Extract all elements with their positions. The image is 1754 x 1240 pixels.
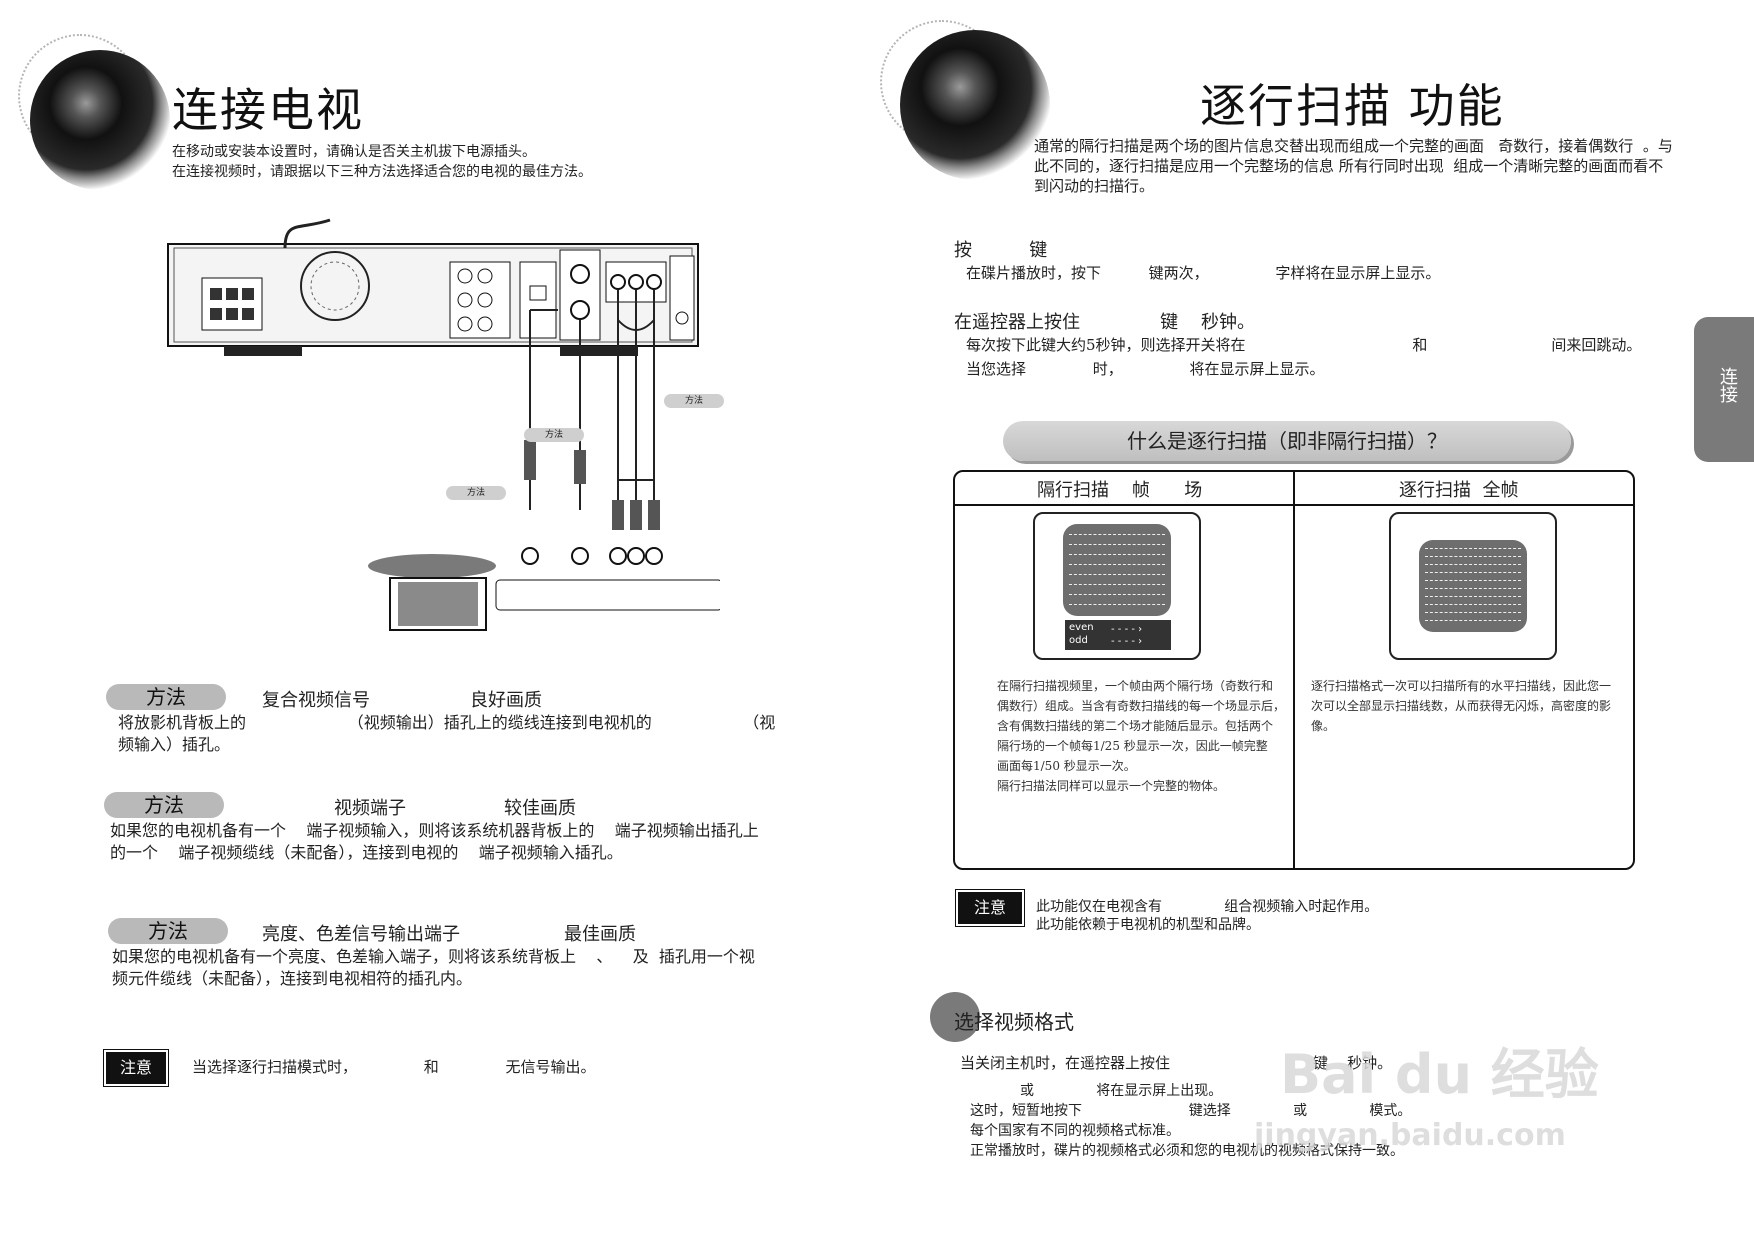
video-format-heading: 选择视频格式 bbox=[954, 1010, 1074, 1034]
method3-body-line1: 如果您的电视机备有一个亮度、色差输入端子，则将该系统背板上 、 及 插孔用一个视 bbox=[112, 947, 755, 966]
press-button-heading: 按 键 bbox=[954, 240, 1048, 261]
interlaced-column-title: 隔行扫描 帧 场 bbox=[1037, 480, 1203, 501]
method2-body-line1: 如果您的电视机备有一个 端子视频输入，则将该系统机器背板上的 端子视频输出插孔上 bbox=[110, 821, 759, 840]
video-format-line-1: 当关闭主机时，在遥控器上按住 键 秒钟。 bbox=[960, 1054, 1393, 1072]
video-format-line-2: 或 将在显示屏上出现。 bbox=[1020, 1083, 1223, 1099]
right-note-label: 注意 bbox=[955, 889, 1025, 927]
remote-hold-heading: 在遥控器上按住 键 秒钟。 bbox=[954, 312, 1255, 333]
even-odd-legend: even odd - - - - › - - - - › bbox=[1065, 620, 1171, 650]
progressive-intro-line-2: 此不同的，逐行扫描是应用一个完整场的信息 所有行同时出现 组成一个清晰完整的画面… bbox=[1034, 157, 1664, 175]
side-tab-label: 连接 bbox=[1717, 367, 1738, 403]
method1-pill: 方法 bbox=[106, 684, 226, 710]
video-format-line-3: 这时，短暂地按下 键选择 或 模式。 bbox=[970, 1103, 1412, 1119]
method2-body-line2: 的一个 端子视频缆线（未配备），连接到电视的 端子视频输入插孔。 bbox=[110, 843, 623, 862]
page-title-connect-tv: 连接电视 bbox=[172, 83, 364, 137]
interlaced-screen bbox=[1063, 524, 1171, 616]
progressive-desc-3: 像。 bbox=[1311, 719, 1336, 733]
method1-signal: 复合视频信号 bbox=[262, 690, 370, 711]
diagram-label-method-c: 方法 bbox=[446, 486, 506, 500]
method3-body-line2: 频元件缆线（未配备），连接到电视相符的插孔内。 bbox=[112, 969, 473, 988]
method1-quality: 良好画质 bbox=[470, 690, 542, 711]
video-format-circle bbox=[930, 992, 980, 1042]
arrow-icon: - - - - › bbox=[1111, 624, 1143, 635]
progressive-desc-2: 次可以全部显示扫描线数，从而获得无闪烁，高密度的影 bbox=[1311, 699, 1612, 713]
left-note-text: 当选择逐行扫描模式时， 和 无信号输出。 bbox=[192, 1058, 596, 1076]
method1-body-line2: 频输入）插孔。 bbox=[118, 735, 231, 754]
interlaced-desc-1: 在隔行扫描视频里，一个帧由两个隔行场（奇数行和 bbox=[997, 679, 1274, 693]
progressive-screen bbox=[1419, 540, 1527, 632]
baidu-watermark-logo: Bai du 经验 bbox=[1280, 1043, 1599, 1106]
video-format-line-5: 正常播放时，碟片的视频格式必须和您的电视机的视频格式保持一致。 bbox=[970, 1143, 1404, 1159]
video-format-line-4: 每个国家有不同的视频格式标准。 bbox=[970, 1123, 1180, 1139]
method3-quality: 最佳画质 bbox=[564, 924, 636, 945]
progressive-intro-line-1: 通常的隔行扫描是两个场的图片信息交替出现而组成一个完整的画面 奇数行，接着偶数行… bbox=[1034, 137, 1673, 155]
method1-body-line1: 将放影机背板上的 （视频输出）插孔上的缆线连接到电视机的 （视 bbox=[118, 713, 776, 732]
left-note-label: 注意 bbox=[103, 1049, 169, 1087]
diagram-label-method-b: 方法 bbox=[524, 428, 584, 442]
speaker-graphic-right bbox=[900, 30, 1050, 180]
interlaced-desc-2: 偶数行）组成。当含有奇数扫描线的每一个场显示后， bbox=[997, 699, 1286, 713]
connection-diagram bbox=[167, 218, 720, 631]
right-note-line-1: 此功能仅在电视含有 组合视频输入时起作用。 bbox=[1036, 899, 1379, 915]
method3-pill: 方法 bbox=[108, 918, 228, 944]
remote-hold-line-2: 当您选择 时， 将在显示屏上显示。 bbox=[966, 360, 1325, 378]
intro-line-1: 在移动或安装本设置时，请确认是否关主机拔下电源插头。 bbox=[172, 144, 536, 160]
what-is-progressive-header: 什么是逐行扫描（即非隔行扫描）？ bbox=[1003, 421, 1571, 461]
press-button-instruction: 在碟片播放时，按下 键两次， 字样将在显示屏上显示。 bbox=[966, 264, 1441, 282]
scan-comparison-table: 隔行扫描 帧 场 逐行扫描 全帧 even odd - - - - › - - … bbox=[953, 470, 1635, 870]
remote-hold-line-1: 每次按下此键大约5秒钟，则选择开关将在 和 间来回跳动。 bbox=[966, 336, 1642, 354]
interlaced-desc-3: 含有偶数扫描线的第二个场才能随后显示。包括两个 bbox=[997, 719, 1274, 733]
interlaced-desc-5: 画面每1/50 秒显示一次。 bbox=[997, 759, 1136, 773]
even-label: even bbox=[1069, 622, 1094, 633]
baidu-watermark-url: jingyan.baidu.com bbox=[1254, 1118, 1566, 1153]
intro-line-2: 在连接视频时，请跟据以下三种方法选择适合您的电视的最佳方法。 bbox=[172, 164, 592, 180]
right-note-line-2: 此功能依赖于电视机的机型和品牌。 bbox=[1036, 917, 1260, 933]
speaker-graphic bbox=[30, 50, 170, 190]
interlaced-desc-4: 隔行场的一个帧每1/25 秒显示一次，因此一帧完整 bbox=[997, 739, 1268, 753]
progressive-tv-illustration bbox=[1389, 512, 1557, 660]
progressive-desc-1: 逐行扫描格式一次可以扫描所有的水平扫描线，因此您一 bbox=[1311, 679, 1612, 693]
method3-signal: 亮度、色差信号输出端子 bbox=[262, 924, 460, 945]
diagram-label-method-a: 方法 bbox=[664, 394, 724, 408]
arrow-icon: - - - - › bbox=[1111, 636, 1143, 647]
progressive-column-title: 逐行扫描 全帧 bbox=[1399, 480, 1519, 501]
method2-quality: 较佳画质 bbox=[504, 798, 576, 819]
method2-signal: 视频端子 bbox=[334, 798, 406, 819]
table-column-divider bbox=[1293, 472, 1295, 868]
interlaced-tv-illustration: even odd - - - - › - - - - › bbox=[1033, 512, 1201, 660]
method2-pill: 方法 bbox=[104, 792, 224, 818]
progressive-intro-line-3: 到闪动的扫描行。 bbox=[1034, 177, 1155, 195]
interlaced-desc-6: 隔行扫描法同样可以显示一个完整的物体。 bbox=[997, 779, 1226, 793]
odd-label: odd bbox=[1069, 635, 1088, 646]
page-title-progressive-scan: 逐行扫描 功能 bbox=[1200, 79, 1505, 133]
side-tab-connect[interactable]: 连接 bbox=[1694, 317, 1754, 462]
